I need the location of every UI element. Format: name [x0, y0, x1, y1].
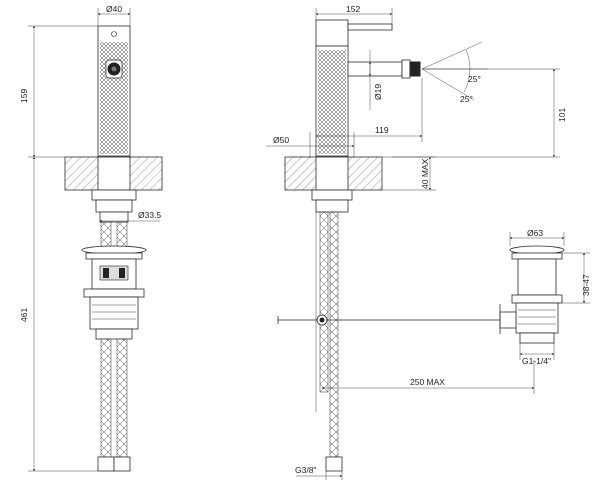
label-left-height-upper: 159 [19, 89, 29, 103]
label-right-spout-reach: 119 [375, 125, 389, 135]
waste-detail: Ø63 38-47 G1-1/4" [499, 228, 591, 366]
right-view: 152 25° 25° Ø19 11 [266, 4, 567, 480]
label-hose-thread: G3/8" [295, 465, 316, 475]
label-left-top-width: Ø40 [106, 4, 122, 14]
label-right-angle-2: 25° [460, 94, 473, 104]
label-right-base: Ø50 [273, 135, 289, 145]
dim-waste-thread: G1-1/4" [519, 343, 555, 366]
dim-left-height-lower: 461 [19, 156, 98, 472]
right-spout-nozzle [409, 61, 421, 77]
dim-left-top-width: Ø40 [97, 4, 131, 26]
right-handle [315, 19, 349, 47]
dim-left-nut: Ø33.5 [99, 210, 161, 223]
dim-right-spout-dia: Ø19 [368, 50, 383, 110]
dim-right-base: Ø50 [266, 132, 355, 158]
dim-waste-top: Ø63 [509, 228, 565, 246]
label-left-nut: Ø33.5 [138, 210, 161, 220]
dim-waste-height: 38-47 [562, 252, 591, 304]
dim-right-deck-thickness: 40 MAX [382, 156, 436, 191]
dim-hose-thread: G3/8" [295, 465, 343, 480]
dim-right-spout-reach: 119 [315, 78, 423, 142]
left-view: Ø40 159 Ø33.5 [19, 4, 163, 472]
dim-left-height-upper: 159 [19, 25, 98, 158]
right-hose-2 [329, 211, 339, 458]
label-left-height-lower: 461 [19, 308, 29, 322]
label-right-angle-1: 25° [468, 74, 481, 84]
label-right-spout-height: 101 [557, 108, 567, 122]
label-rod-length: 250 MAX [410, 377, 445, 387]
spray-angle: 25° 25° [421, 41, 488, 104]
left-knurl-pattern [100, 42, 128, 154]
label-right-top-width: 152 [346, 4, 360, 14]
right-spout [347, 61, 403, 77]
label-right-deck-thickness: 40 MAX [420, 158, 430, 189]
right-lever [347, 23, 393, 31]
left-top-dot [111, 31, 117, 37]
left-hose-2 [116, 338, 128, 458]
dim-rod-length: 250 MAX [321, 360, 535, 394]
label-waste-height: 38-47 [581, 274, 591, 296]
waste-body [517, 258, 557, 296]
label-waste-top: Ø63 [527, 228, 543, 238]
right-hose-1 [319, 211, 329, 393]
label-right-spout-dia: Ø19 [373, 84, 383, 100]
left-hose-1 [100, 338, 112, 458]
label-waste-thread: G1-1/4" [522, 356, 551, 366]
right-knurl-pattern [318, 50, 346, 154]
